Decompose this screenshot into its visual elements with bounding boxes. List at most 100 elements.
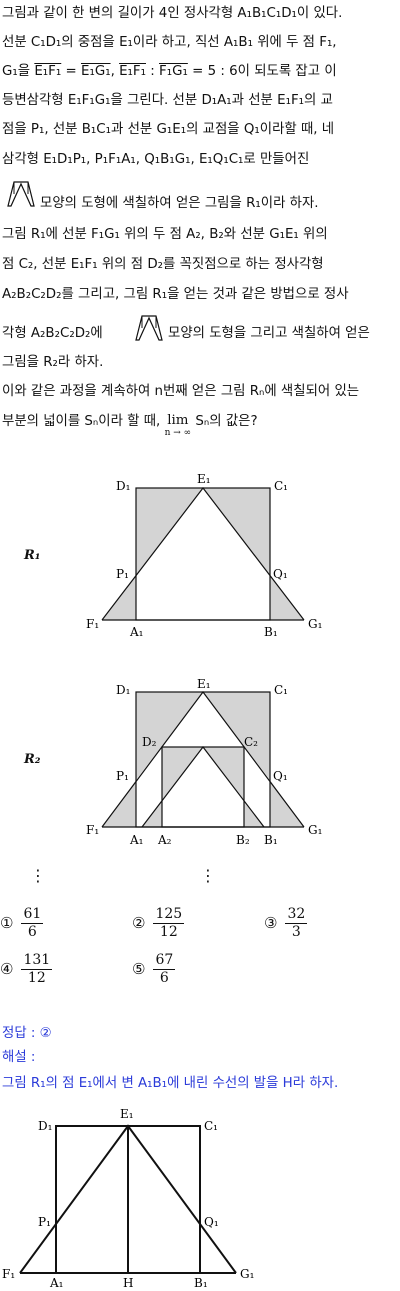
explanation-line: 그림 R₁의 점 E₁에서 변 A₁B₁에 내린 수선의 발을 H라 하자. (2, 1076, 339, 1091)
text-segment: = (61, 64, 81, 79)
label-e1: E₁ (197, 472, 211, 486)
label-e1: E₁ (120, 1107, 134, 1121)
label-d1: D₁ (116, 683, 130, 697)
figure-r1-label: R₁ (24, 548, 41, 563)
figure-r2-label: R₂ (24, 752, 41, 767)
label-h: H (123, 1276, 133, 1288)
label-c1: C₁ (204, 1119, 218, 1133)
choice-mark: ⑤ (132, 960, 146, 978)
triangle-e1f1g1-r2 (101, 690, 305, 828)
problem-line-11a: 각형 A₂B₂C₂D₂에 (2, 326, 103, 341)
label-f1: F₁ (86, 617, 99, 631)
figure-r2: D₁ E₁ C₁ D₂ C₂ P₁ Q₁ F₁ A₁ A₂ B₂ B₁ G₁ (86, 677, 322, 847)
explanation-figure: D₁ E₁ C₁ P₁ Q₁ F₁ A₁ H B₁ G₁ (2, 1107, 254, 1288)
problem-line-10: A₂B₂C₂D₂를 그리고, 그림 R₁을 얻는 것과 같은 방법으로 정사 (2, 287, 349, 302)
triangle-e1f1g1 (101, 487, 305, 621)
label-p1: P₁ (116, 567, 129, 581)
label-g1: G₁ (308, 617, 322, 631)
label-a2: A₂ (157, 833, 172, 847)
label-a1: A₁ (129, 625, 143, 639)
problem-line-6: 삼각형 E₁D₁P₁, P₁F₁A₁, Q₁B₁G₁, E₁Q₁C₁로 만들어진 (2, 152, 310, 167)
label-d1: D₁ (38, 1119, 52, 1133)
label-b1: B₁ (264, 833, 278, 847)
denominator: 3 (291, 924, 301, 940)
numerator: 131 (21, 952, 53, 970)
label-b2: B₂ (236, 833, 250, 847)
numerator: 32 (285, 906, 308, 924)
label-q1: Q₁ (273, 567, 288, 581)
segment-ef: E₁F₁ (34, 64, 62, 79)
label-p1: P₁ (116, 769, 129, 783)
label-a1: A₁ (129, 833, 143, 847)
lim-subscript: n → ∞ (164, 428, 192, 438)
text-segment: G₁을 (2, 64, 31, 79)
problem-line-8: 그림 R₁에 선분 F₁G₁ 위의 두 점 A₂, B₂와 선분 G₁E₁ 위의 (2, 227, 328, 242)
choice-mark: ④ (0, 960, 14, 978)
problem-line-4: 등변삼각형 E₁F₁G₁을 그린다. 선분 D₁A₁과 선분 E₁F₁의 교 (2, 93, 333, 108)
denominator: 12 (27, 970, 46, 986)
label-d2: D₂ (142, 735, 157, 749)
problem-line-7: 모양의 도형에 색칠하여 얻은 그림을 R₁이라 하자. (40, 196, 319, 211)
denominator: 12 (159, 924, 178, 940)
problem-line-2: 선분 C₁D₁의 중점을 E₁이라 하고, 직선 A₁B₁ 위에 두 점 F₁, (2, 35, 337, 50)
text-segment: : (145, 64, 160, 79)
text-segment: Sₙ의 값은? (195, 414, 258, 429)
triangle-inner (141, 746, 265, 828)
label-c1: C₁ (274, 683, 288, 697)
problem-line-3: G₁을 E₁F₁ = E₁G₁, E₁F₁ : F₁G₁ = 5 : 6이 되도… (2, 64, 398, 80)
numerator: 67 (153, 952, 176, 970)
answer-label: 정답 : ② (2, 1026, 52, 1041)
lim-text: lim (167, 413, 189, 428)
continuation-dots-left: ⋮ (30, 866, 46, 885)
choice-mark: ① (0, 914, 14, 932)
label-c1: C₁ (274, 479, 288, 493)
label-q1: Q₁ (204, 1215, 219, 1229)
text-segment: = 5 : 6이 되도록 잡고 이 (187, 64, 337, 79)
label-g1: G₁ (308, 823, 322, 837)
figure-r1: D₁ E₁ C₁ P₁ Q₁ F₁ A₁ B₁ G₁ (86, 472, 322, 639)
segment-eg: E₁G₁ (80, 64, 111, 79)
text-segment: , (110, 64, 120, 79)
label-q1: Q₁ (273, 769, 288, 783)
label-a1: A₁ (49, 1276, 63, 1288)
problem-line-5: 점을 P₁, 선분 B₁C₁과 선분 G₁E₁의 교점을 Q₁이라할 때, 네 (2, 122, 335, 137)
problem-line-13: 이와 같은 과정을 계속하여 n번째 얻은 그림 Rₙ에 색칠되어 있는 (2, 384, 360, 399)
label-d1: D₁ (116, 479, 130, 493)
denominator: 6 (27, 924, 37, 940)
problem-line-12: 그림을 R₂라 하자. (2, 355, 104, 370)
problem-line-11b: 모양의 도형을 그리고 색칠하여 얻은 (168, 326, 370, 341)
choice-mark: ② (132, 914, 146, 932)
continuation-dots-right: ⋮ (200, 866, 216, 885)
label-b1: B₁ (194, 1276, 208, 1288)
explanation-label: 해설 : (2, 1050, 36, 1065)
label-b1: B₁ (264, 625, 278, 639)
shaded-shape-icon-2 (135, 315, 163, 341)
problem-line-1: 그림과 같이 한 변의 길이가 4인 정사각형 A₁B₁C₁D₁이 있다. (2, 6, 343, 21)
label-c2: C₂ (244, 735, 258, 749)
denominator: 6 (159, 970, 169, 986)
choice-mark: ③ (264, 914, 278, 932)
label-f1: F₁ (2, 1267, 15, 1281)
label-e1: E₁ (197, 677, 211, 691)
segment-fg: F₁G₁ (159, 64, 188, 79)
numerator: 61 (21, 906, 44, 924)
label-f1: F₁ (86, 823, 99, 837)
label-p1: P₁ (38, 1215, 51, 1229)
problem-line-9: 점 C₂, 선분 E₁F₁ 위의 점 D₂를 꼭짓점으로 하는 정사각형 (2, 257, 324, 272)
text-segment: 부분의 넓이를 Sₙ이라 할 때, (2, 414, 161, 429)
numerator: 125 (153, 906, 185, 924)
label-g1: G₁ (240, 1267, 254, 1281)
shaded-shape-icon (7, 181, 35, 207)
